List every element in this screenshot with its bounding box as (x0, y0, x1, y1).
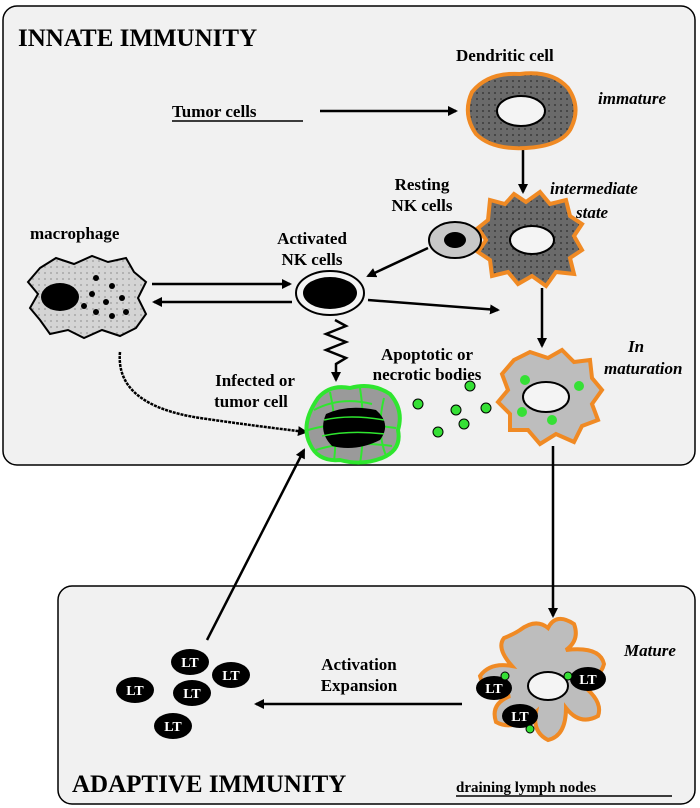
activated-nk-cell (295, 270, 365, 316)
immature-label: immature (598, 89, 666, 108)
activated-nk-label-2: NK cells (282, 250, 343, 269)
in-maturation-label-1: In (627, 337, 644, 356)
arrow-resting-to-activated (366, 246, 429, 278)
adaptive-title: ADAPTIVE IMMUNITY (72, 771, 346, 798)
infected-label-2: tumor cell (214, 392, 288, 411)
macrophage-label: macrophage (30, 224, 120, 243)
lt-cell-dc-1: LT (476, 676, 512, 700)
intermediate-label-1: intermediate (550, 179, 638, 198)
activated-nk-label-1: Activated (277, 229, 347, 248)
immature-dendritic-cell (465, 71, 578, 151)
svg-text:LT: LT (181, 656, 199, 671)
infected-tumor-cell (304, 384, 402, 465)
svg-text:LT: LT (164, 720, 182, 735)
mature-label: Mature (623, 641, 676, 660)
infected-label-1: Infected or (215, 371, 295, 390)
resting-nk-label-1: Resting (395, 175, 450, 194)
dendritic-cell-label: Dendritic cell (456, 46, 554, 65)
svg-text:LT: LT (126, 684, 144, 699)
macrophage-cell (26, 254, 148, 340)
lt-cell-cluster-1: LT (171, 649, 209, 675)
lt-cell-dc-2: LT (570, 667, 606, 691)
resting-nk-cell (428, 221, 482, 259)
lt-cell-cluster-5: LT (154, 713, 192, 739)
apoptotic-label-1: Apoptotic or (381, 345, 474, 364)
apoptotic-bodies (412, 380, 492, 438)
resting-nk-label-2: NK cells (392, 196, 453, 215)
svg-text:LT: LT (485, 682, 503, 697)
lt-cell-dc-3: LT (502, 704, 538, 728)
innate-title: INNATE IMMUNITY (18, 25, 257, 52)
intermediate-label-2: state (575, 203, 609, 222)
svg-text:LT: LT (183, 687, 201, 702)
arrows (118, 106, 558, 709)
arrow-macrophage-to-infected (118, 351, 308, 437)
lt-cell-cluster-3: LT (116, 677, 154, 703)
svg-text:LT: LT (222, 669, 240, 684)
green-bodies-mature (500, 671, 573, 734)
lt-cell-cluster-2: LT (212, 662, 250, 688)
arrow-lt-to-infected (205, 448, 306, 641)
svg-text:LT: LT (511, 710, 529, 725)
activation-label: Activation (321, 655, 397, 674)
arrow-nk-killing (322, 318, 350, 382)
apoptotic-label-2: necrotic bodies (373, 365, 482, 384)
intermediate-dendritic-cell (475, 189, 585, 289)
tumor-cells-label: Tumor cells (172, 102, 257, 121)
arrow-nk-to-dc (367, 298, 500, 315)
svg-text:LT: LT (579, 673, 597, 688)
lt-cell-cluster-4: LT (173, 680, 211, 706)
in-maturation-label-2: maturation (604, 359, 682, 378)
expansion-label: Expansion (321, 676, 398, 695)
maturing-dendritic-cell (495, 347, 605, 447)
lymph-nodes-label: draining lymph nodes (456, 780, 596, 796)
